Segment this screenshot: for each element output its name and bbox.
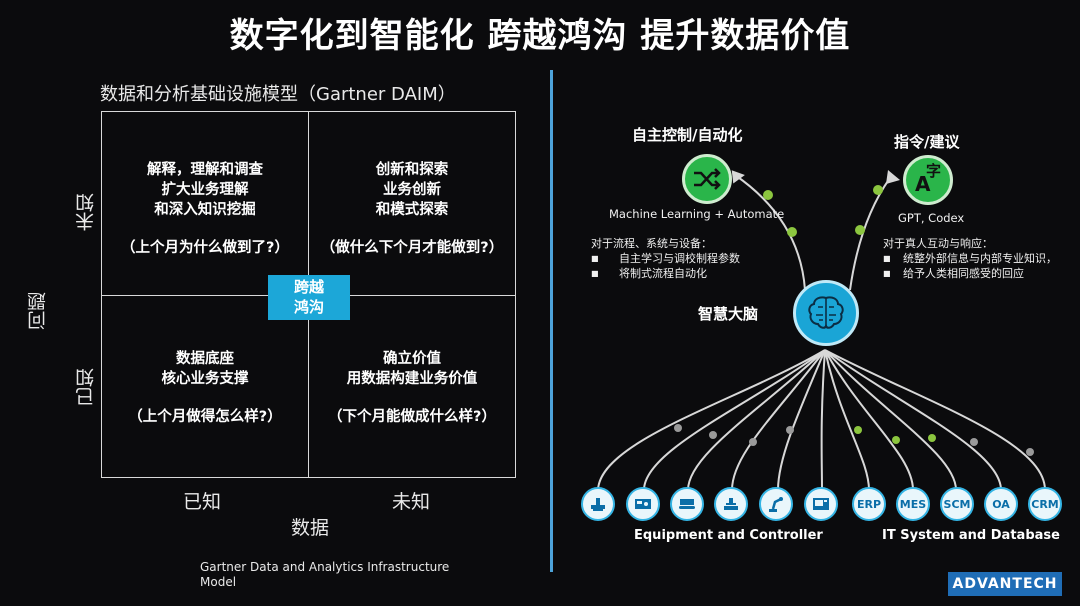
grey-dot xyxy=(674,424,682,432)
quadrant-line: 数据底座 xyxy=(176,351,234,367)
command-desc-item: 给予人类相同感受的回应 xyxy=(883,266,1078,281)
quadrant-grid: 解释，理解和调查 扩大业务理解 和深入知识挖掘 （上个月为什么做到了?） 创新和… xyxy=(101,111,516,478)
bridge-line: 鸿沟 xyxy=(293,298,324,316)
automation-desc-item: 自主学习与调校制程参数 xyxy=(591,251,811,266)
green-dot xyxy=(928,434,936,442)
link-node-3 xyxy=(687,349,826,491)
quadrant-top-left: 解释，理解和调查 扩大业务理解 和深入知识挖掘 （上个月为什么做到了?） xyxy=(102,160,308,258)
x-axis-right-label: 未知 xyxy=(392,491,431,513)
bridge-the-gap-badge: 跨越 鸿沟 xyxy=(268,275,350,320)
it-system-label: IT System and Database xyxy=(882,528,1060,543)
y-axis-bottom-label: 已知 xyxy=(75,368,97,406)
link-node-1 xyxy=(597,349,826,491)
grey-dot xyxy=(1026,448,1034,456)
green-dot xyxy=(763,190,773,200)
link-node-4 xyxy=(731,349,826,491)
quadrant-line: 业务创新 xyxy=(383,182,441,198)
arrowhead-automation xyxy=(731,170,745,184)
quadrant-line: 用数据构建业务价值 xyxy=(346,371,478,387)
command-desc-item: 统整外部信息与内部专业知识， xyxy=(883,251,1078,266)
press-icon xyxy=(714,487,748,521)
command-caption: GPT, Codex xyxy=(898,211,965,225)
link-node-8 xyxy=(824,349,914,491)
shuffle-icon xyxy=(682,154,732,204)
command-description: 对于真人互动与响应： 统整外部信息与内部专业知识， 给予人类相同感受的回应 xyxy=(883,236,1078,281)
automation-desc-title: 对于流程、系统与设备： xyxy=(591,237,712,250)
link-node-5 xyxy=(777,349,826,491)
y-axis-title: 问题 xyxy=(27,292,49,330)
link-node-9 xyxy=(824,349,957,491)
command-desc-title: 对于真人互动与响应： xyxy=(883,237,993,250)
quadrant-line: 核心业务支撑 xyxy=(161,371,249,387)
link-node-2 xyxy=(643,349,826,491)
robot-arm-icon xyxy=(759,487,793,521)
green-dot xyxy=(787,227,797,237)
model-footnote: Gartner Data and Analytics Infrastructur… xyxy=(200,560,450,589)
grey-dot xyxy=(749,438,757,446)
green-dot xyxy=(854,426,862,434)
model-subtitle: 数据和分析基础设施模型（Gartner DAIM） xyxy=(100,84,456,105)
advantech-logo: ADVANTECH xyxy=(948,572,1062,596)
node-crm: CRM xyxy=(1028,487,1062,521)
y-axis-top-label: 未知 xyxy=(75,193,97,231)
equipment-label: Equipment and Controller xyxy=(634,528,823,543)
page-title: 数字化到智能化 跨越鸿沟 提升数据价值 xyxy=(229,16,851,56)
quadrant-top-right: 创新和探索 业务创新 和模式探索 （做什么下个月才能做到?） xyxy=(309,160,515,258)
quadrant-line: 创新和探索 xyxy=(375,162,449,178)
cnc-icon xyxy=(804,487,838,521)
link-node-10 xyxy=(824,349,1002,491)
quadrant-question: （上个月做得怎么样?） xyxy=(128,409,282,425)
quadrant-question: （上个月为什么做到了?） xyxy=(121,240,289,256)
grey-dot xyxy=(786,426,794,434)
link-node-6 xyxy=(820,349,826,491)
conveyor-icon xyxy=(670,487,704,521)
quadrant-line: 扩大业务理解 xyxy=(161,182,249,198)
translate-icon-letter: A xyxy=(915,172,931,196)
link-node-11 xyxy=(824,349,1046,491)
quadrant-question: （下个月能做成什么样?） xyxy=(328,409,496,425)
automation-caption: Machine Learning + Automate xyxy=(609,207,785,221)
quadrant-bottom-left: 数据底座 核心业务支撑 （上个月做得怎么样?） xyxy=(102,349,308,427)
quadrant-line: 确立价值 xyxy=(383,351,441,367)
x-axis-left-label: 已知 xyxy=(183,491,222,513)
section-divider xyxy=(550,70,553,572)
grey-dot xyxy=(709,431,717,439)
arrowhead-command xyxy=(886,170,900,184)
link-node-7 xyxy=(824,349,870,491)
x-axis-title: 数据 xyxy=(291,517,330,539)
green-dot xyxy=(855,225,865,235)
node-mes: MES xyxy=(896,487,930,521)
link-to-command xyxy=(849,177,891,291)
grey-dot xyxy=(970,438,978,446)
bridge-line: 跨越 xyxy=(293,278,324,296)
quadrant-question: （做什么下个月才能做到?） xyxy=(320,240,504,256)
quadrant-line: 和深入知识挖掘 xyxy=(154,202,256,218)
controller-icon xyxy=(626,487,660,521)
node-scm: SCM xyxy=(940,487,974,521)
green-dot xyxy=(873,185,883,195)
node-oa: OA xyxy=(984,487,1018,521)
automation-description: 对于流程、系统与设备： 自主学习与调校制程参数 将制式流程自动化 xyxy=(591,236,811,281)
quadrant-bottom-right: 确立价值 用数据构建业务价值 （下个月能做成什么样?） xyxy=(309,349,515,427)
node-erp: ERP xyxy=(852,487,886,521)
machine-icon xyxy=(581,487,615,521)
green-dot xyxy=(892,436,900,444)
quadrant-line: 和模式探索 xyxy=(375,202,449,218)
brain-icon xyxy=(793,280,859,346)
automation-title: 自主控制/自动化 xyxy=(632,126,743,144)
brain-label: 智慧大脑 xyxy=(698,305,759,323)
translate-icon: A 字 xyxy=(903,155,953,205)
connection-lines xyxy=(597,170,1046,491)
translate-icon-char: 字 xyxy=(926,162,942,180)
automation-desc-item: 将制式流程自动化 xyxy=(591,266,811,281)
quadrant-line: 解释，理解和调查 xyxy=(147,162,263,178)
command-title: 指令/建议 xyxy=(894,133,960,151)
